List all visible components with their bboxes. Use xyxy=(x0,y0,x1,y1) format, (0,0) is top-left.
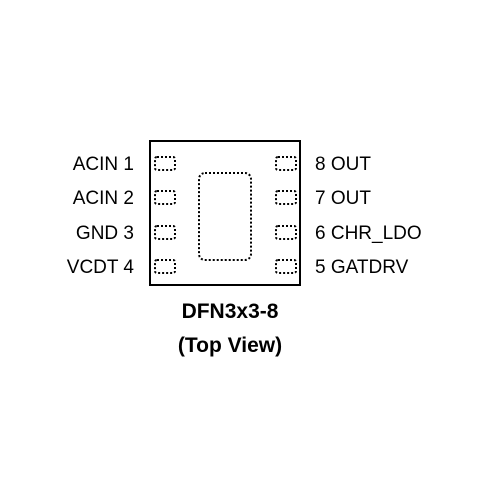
pin-pad-6 xyxy=(275,225,297,240)
pin-pad-2 xyxy=(154,190,176,205)
pin-label-2: ACIN 2 xyxy=(73,188,134,209)
view-label: (Top View) xyxy=(178,334,282,357)
pin-pad-4 xyxy=(154,259,176,274)
pin-pad-7 xyxy=(275,190,297,205)
pin-label-4: VCDT 4 xyxy=(67,257,135,278)
pin-pad-8 xyxy=(275,156,297,171)
pin-pad-5 xyxy=(275,259,297,274)
package-name: DFN3x3-8 xyxy=(182,300,279,323)
pin-label-6: 6 CHR_LDO xyxy=(315,223,422,244)
pin-label-8: 8 OUT xyxy=(315,154,371,175)
pin-label-3: GND 3 xyxy=(76,223,134,244)
pin-pad-3 xyxy=(154,225,176,240)
pin-pad-1 xyxy=(154,156,176,171)
pin-label-5: 5 GATDRV xyxy=(315,257,409,278)
pin-label-7: 7 OUT xyxy=(315,188,371,209)
pin-label-1: ACIN 1 xyxy=(73,154,134,175)
exposed-pad xyxy=(198,172,252,261)
package-body xyxy=(149,140,301,286)
